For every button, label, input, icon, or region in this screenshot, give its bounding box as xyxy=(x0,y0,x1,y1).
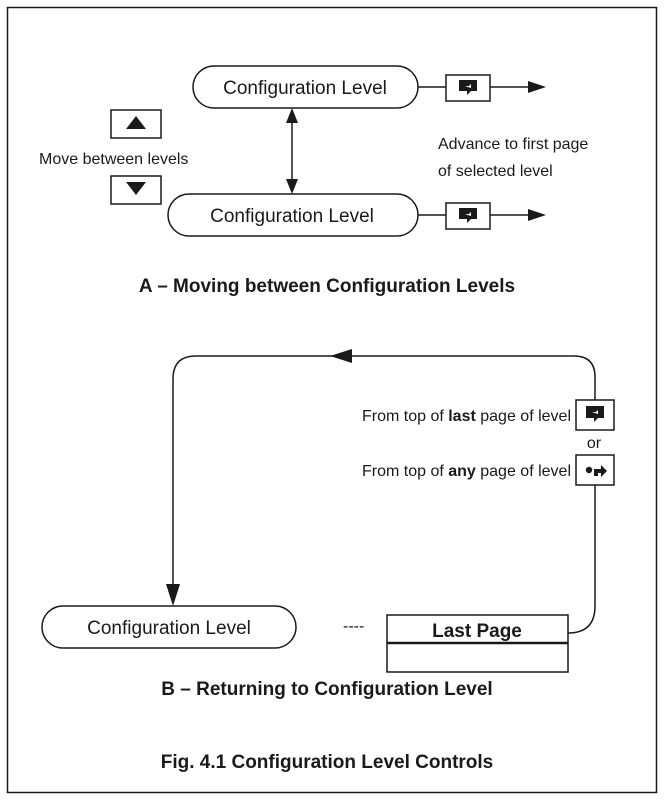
double-arrow-connector xyxy=(286,108,298,194)
top-configuration-level-label: Configuration Level xyxy=(223,78,387,99)
target-configuration-level-label: Configuration Level xyxy=(87,618,251,639)
top-advance-connector xyxy=(418,81,546,93)
return-loop-connector xyxy=(166,349,596,634)
or-label: or xyxy=(587,435,602,452)
advance-label-line-1: Advance to first page xyxy=(438,136,588,153)
target-configuration-level-node xyxy=(41,605,297,649)
section-a: Configuration Level Configuration Level … xyxy=(39,65,588,297)
enter-key-icon xyxy=(575,399,615,431)
up-arrow-key-icon xyxy=(110,109,162,139)
figure-frame xyxy=(6,6,658,794)
move-between-levels-label: Move between levels xyxy=(39,151,188,168)
last-page-box xyxy=(386,614,569,673)
dashes-connector: ---- xyxy=(343,618,364,635)
enter-key-icon xyxy=(445,202,491,230)
bottom-configuration-level-label: Configuration Level xyxy=(210,206,374,227)
section-a-caption: A – Moving between Configuration Levels xyxy=(139,276,515,297)
back-key-icon xyxy=(575,454,615,486)
enter-key-icon xyxy=(445,74,491,102)
advance-label-line-2: of selected level xyxy=(438,163,553,180)
figure-caption: Fig. 4.1 Configuration Level Controls xyxy=(161,752,494,773)
section-b-diagram: From top of last page of level or From t… xyxy=(41,349,615,673)
section-b-caption: B – Returning to Configuration Level xyxy=(161,679,492,700)
section-b: From top of last page of level or From t… xyxy=(41,349,615,700)
last-page-label: Last Page xyxy=(432,621,522,642)
bottom-advance-connector xyxy=(418,209,546,221)
from-any-page-label: From top of any page of level xyxy=(362,463,571,480)
from-last-page-label: From top of last page of level xyxy=(362,408,571,425)
down-arrow-key-icon xyxy=(110,175,162,205)
